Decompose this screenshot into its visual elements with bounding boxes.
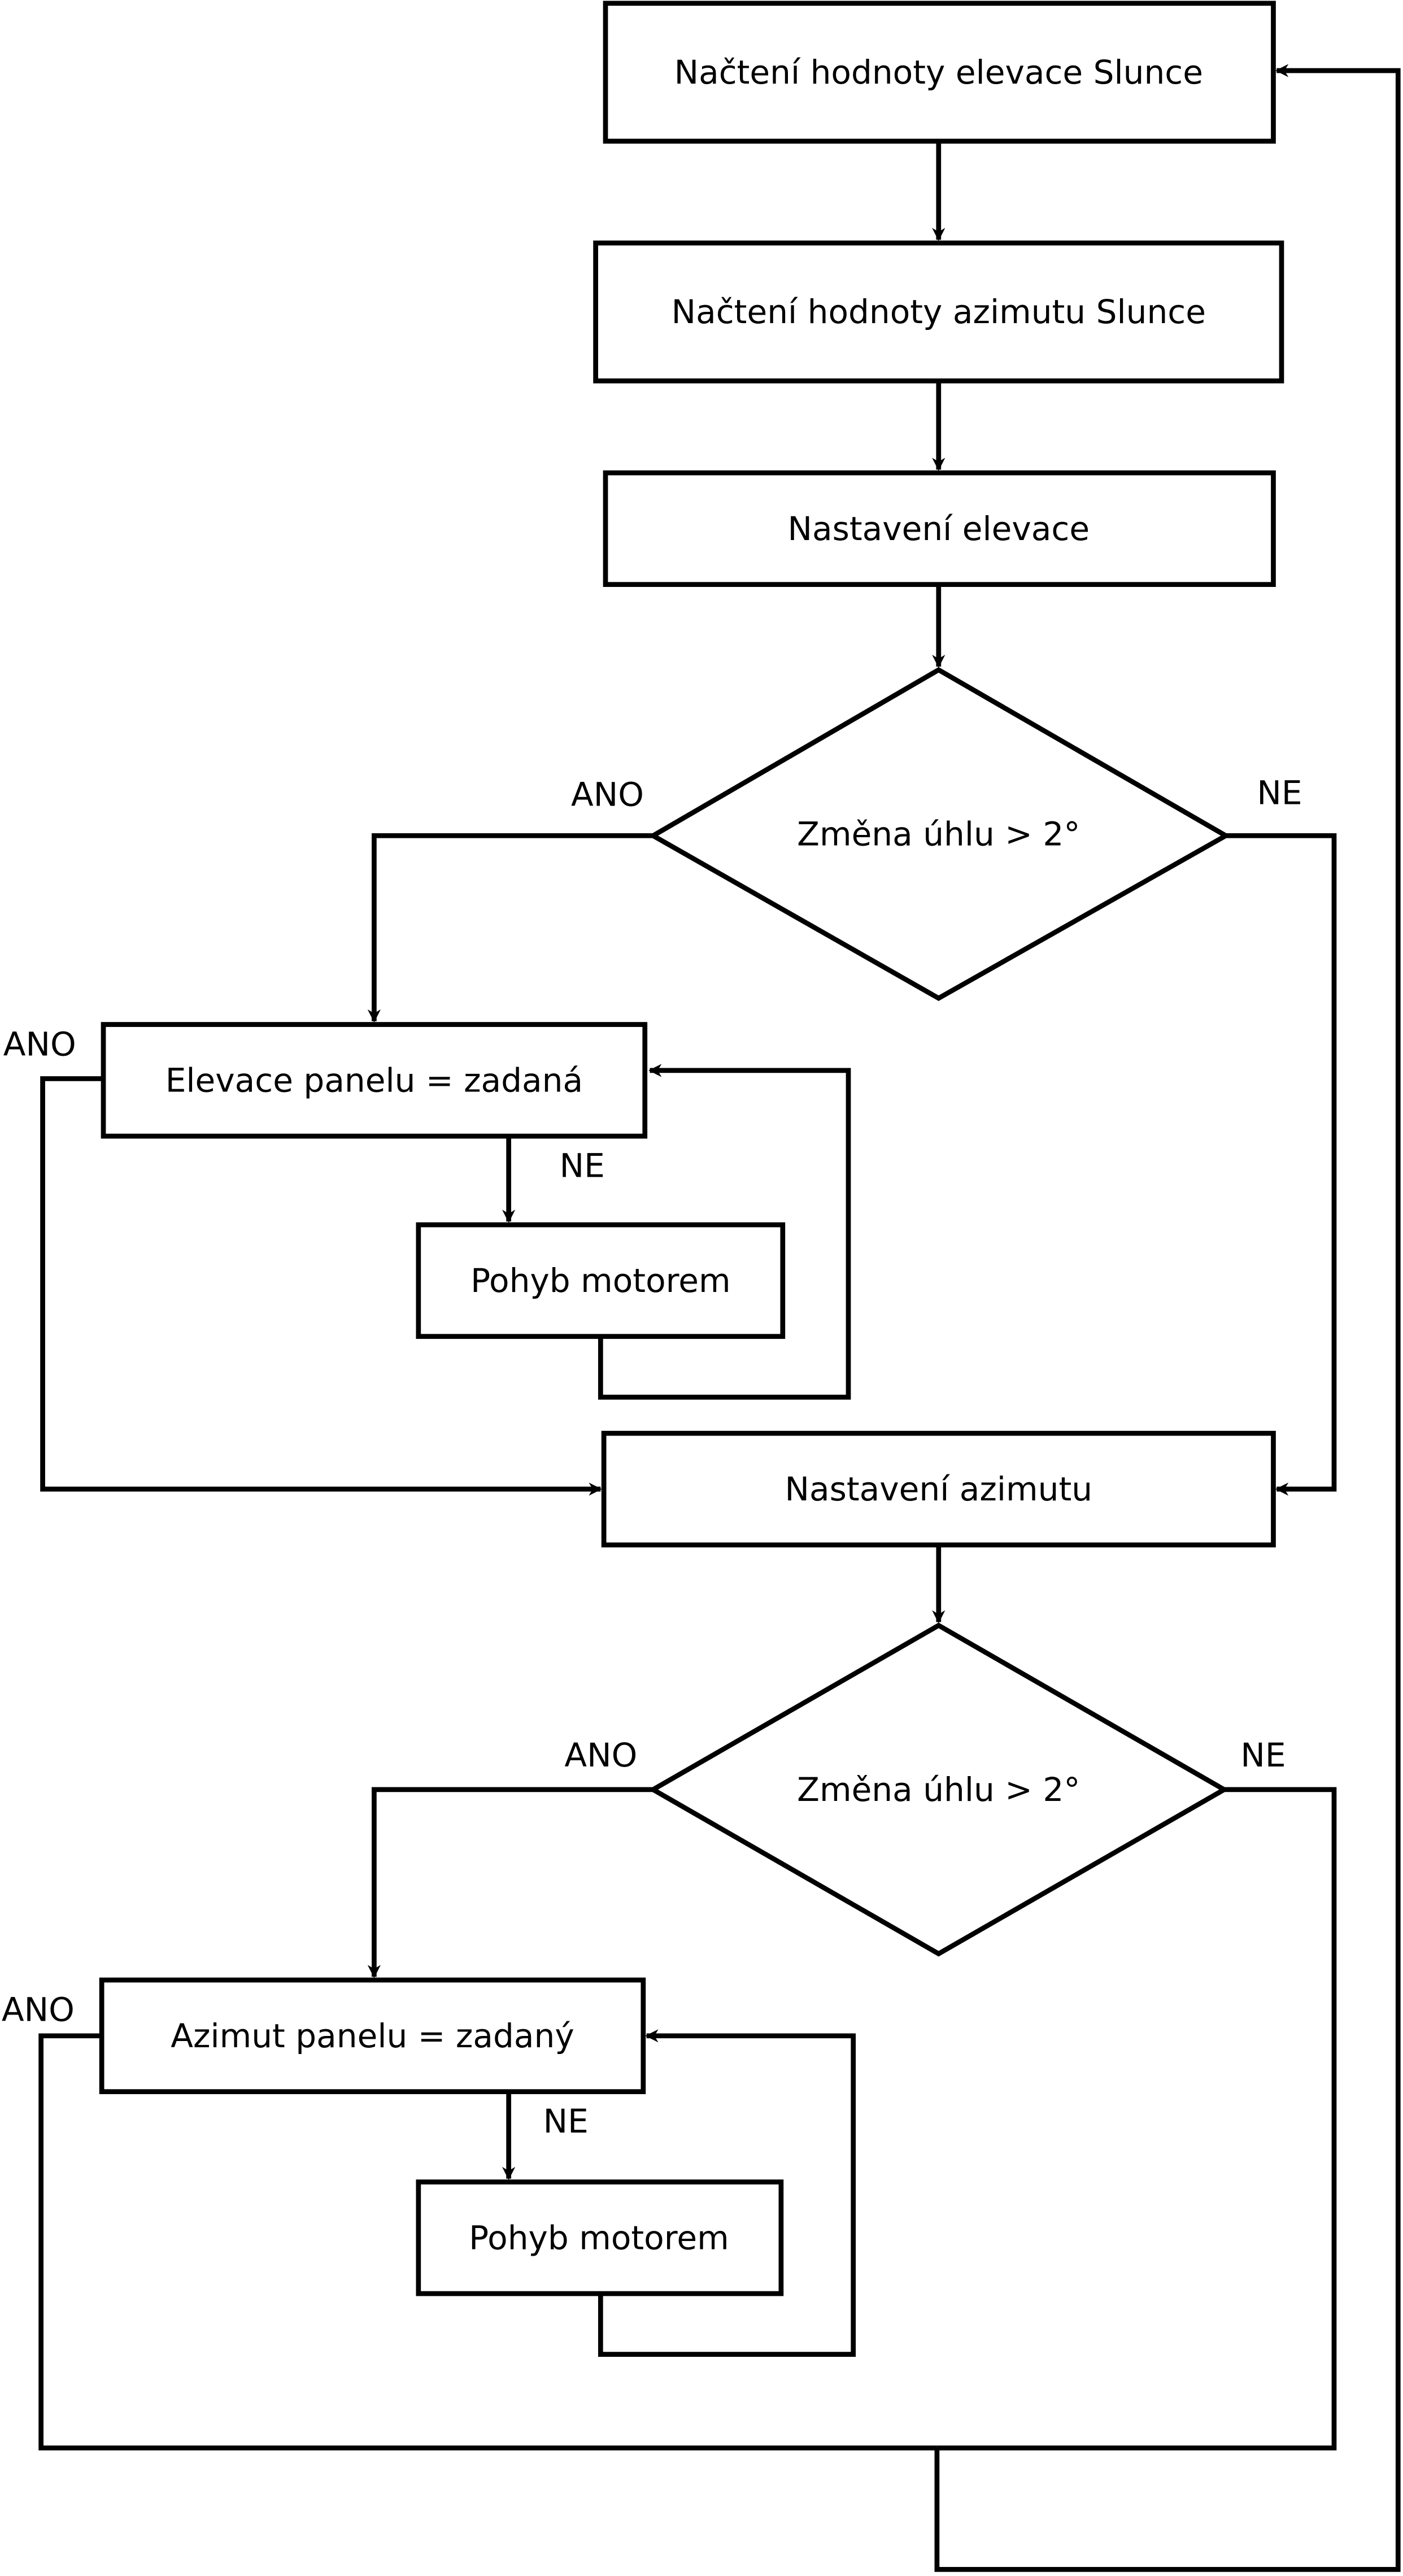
node-set-elevation-label: Nastavení elevace [788, 510, 1090, 548]
node-set-azimuth-box [601, 1430, 1276, 1548]
node-decision-elevation: Změna úhlu > 2° [648, 667, 1231, 1002]
connectors [38, 64, 1401, 2572]
node-read-elevation-label: Načtení hodnoty elevace Slunce [674, 53, 1203, 92]
node-motor-move-2-box [416, 2179, 784, 2296]
node-decision-elevation-label: Změna úhlu > 2° [797, 815, 1080, 853]
decision-elevation-yes-label: ANO [571, 776, 644, 814]
node-azimuth-check: Azimut panelu = zadaný [99, 1977, 646, 2094]
node-read-elevation-box [603, 1, 1276, 144]
node-decision-azimuth-label: Změna úhlu > 2° [797, 1770, 1080, 1809]
decision-azimuth-yes-label: ANO [564, 1736, 637, 1774]
edge-decision-azimuth-no [936, 1787, 1337, 2451]
node-elevation-check-box [101, 1022, 648, 1139]
node-decision-azimuth: Změna úhlu > 2° [648, 1622, 1230, 1957]
node-decision-elevation-shape [648, 667, 1231, 1002]
edge-motor-1-loop [598, 1064, 851, 1400]
node-decision-azimuth-shape [648, 1622, 1230, 1957]
edge-motor-2-loop [598, 2029, 856, 2357]
edge-azimuth-check-yes [38, 2033, 937, 2451]
node-read-azimuth-box [593, 240, 1284, 384]
decision-elevation-no-label: NE [1257, 774, 1302, 812]
node-read-azimuth-label: Načtení hodnoty azimutu Slunce [672, 293, 1206, 331]
node-read-elevation: Načtení hodnoty elevace Slunce [603, 1, 1276, 144]
node-azimuth-check-label: Azimut panelu = zadaný [171, 2017, 574, 2055]
decision-azimuth-no-label: NE [1240, 1736, 1286, 1774]
node-set-elevation: Nastavení elevace [603, 470, 1276, 588]
node-read-azimuth: Načtení hodnoty azimutu Slunce [593, 240, 1284, 384]
edge-decision-azimuth-yes [367, 1787, 653, 1978]
node-elevation-check-label: Elevace panelu = zadaná [165, 1061, 583, 1099]
node-set-azimuth-label: Nastavení azimutu [785, 1470, 1093, 1508]
node-motor-move-1-box [416, 1222, 786, 1339]
node-motor-move-2: Pohyb motorem [416, 2179, 784, 2296]
elevation-check-no-label: NE [560, 1146, 605, 1185]
node-set-azimuth: Nastavení azimutu [601, 1430, 1276, 1548]
branch-labels: ANO NE ANO NE ANO NE ANO NE [2, 774, 1302, 2140]
edge-loop-back-to-start [934, 64, 1401, 2572]
node-azimuth-check-box [99, 1977, 646, 2094]
edge-elevation-check-yes [40, 1076, 602, 1496]
node-motor-move-1-label: Pohyb motorem [470, 1261, 730, 1300]
azimuth-check-yes-label: ANO [2, 1990, 75, 2029]
azimuth-check-no-label: NE [543, 2102, 589, 2140]
edge-decision-elevation-no [1226, 833, 1337, 1496]
elevation-check-yes-label: ANO [3, 1025, 76, 1063]
node-set-elevation-box [603, 470, 1276, 588]
node-motor-move-2-label: Pohyb motorem [469, 2218, 729, 2257]
node-motor-move-1: Pohyb motorem [416, 1222, 786, 1339]
node-elevation-check: Elevace panelu = zadaná [101, 1022, 648, 1139]
edge-decision-elevation-yes [367, 833, 653, 1023]
